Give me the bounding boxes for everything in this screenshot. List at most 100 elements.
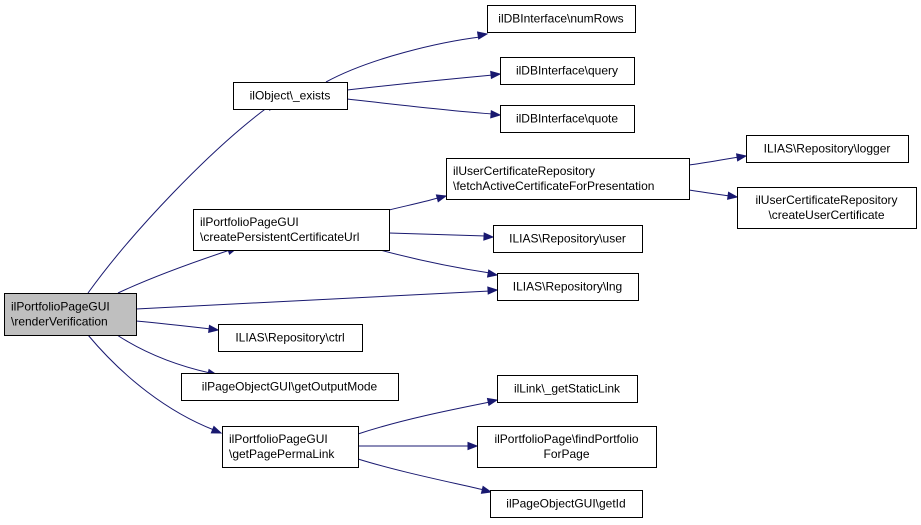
node-label-line: ilPortfolioPageGUI [11, 300, 110, 314]
node-object-exists[interactable]: ilObject\_exists [233, 82, 348, 110]
node-db-numrows[interactable]: ilDBInterface\numRows [487, 5, 636, 33]
node-box [181, 373, 399, 401]
edge-get-page-permalink-to-get-id [357, 458, 493, 494]
node-label-line: \fetchActiveCertificateForPresentation [453, 179, 654, 193]
node-get-id[interactable]: ilPageObjectGUI\getId [490, 490, 643, 518]
node-box [446, 158, 690, 200]
node-create-user-cert[interactable]: ilUserCertificateRepository\createUserCe… [737, 187, 917, 229]
node-box [500, 57, 635, 85]
arrowhead-icon [486, 397, 499, 407]
node-label-line: ilUserCertificateRepository [453, 164, 595, 178]
arrowhead-icon [490, 110, 502, 119]
edge-line [325, 36, 481, 83]
edge-line [117, 249, 231, 294]
edge-line [357, 401, 491, 435]
node-box [490, 490, 643, 518]
node-label-line: ILIAS\Repository\logger [764, 142, 891, 156]
edge-line [346, 98, 494, 115]
edge-get-page-permalink-to-get-static-link [357, 397, 499, 435]
node-repo-user[interactable]: ILIAS\Repository\user [493, 225, 643, 253]
node-label-line: ilObject\_exists [250, 89, 331, 103]
edge-line [87, 334, 215, 431]
node-label-line: \createPersistentCertificateUrl [200, 230, 359, 244]
node-label-line: ForPage [543, 447, 589, 461]
arrowhead-icon [490, 70, 502, 80]
arrowhead-icon [467, 441, 479, 451]
node-label-line: ilDBInterface\quote [516, 112, 618, 126]
node-box [500, 105, 635, 133]
arrowhead-icon [435, 194, 448, 203]
edge-object-exists-to-db-query [346, 70, 502, 91]
node-label-line: ilLink\_getStaticLink [514, 382, 621, 396]
arrowhead-icon [735, 153, 748, 162]
node-box [233, 82, 348, 110]
node-box [493, 225, 643, 253]
edge-line [688, 156, 740, 166]
edge-fetch-active-cert-to-create-user-cert [688, 189, 739, 200]
edge-render-verification-to-create-persistent-url [117, 246, 239, 294]
node-label-line: ilPageObjectGUI\getId [506, 497, 625, 511]
node-db-query[interactable]: ilDBInterface\query [500, 57, 635, 85]
arrowhead-icon [486, 269, 499, 278]
node-get-static-link[interactable]: ilLink\_getStaticLink [497, 375, 638, 403]
node-create-persistent-url[interactable]: ilPortfolioPageGUI\createPersistentCerti… [193, 209, 390, 251]
arrowhead-icon [210, 425, 223, 434]
node-box [218, 324, 363, 352]
node-db-quote[interactable]: ilDBInterface\quote [500, 105, 635, 133]
node-label-line: ilPageObjectGUI\getOutputMode [202, 380, 378, 394]
edge-create-persistent-url-to-repo-lng [379, 249, 499, 278]
edge-render-verification-to-repo-ctrl [135, 320, 220, 334]
edge-line [688, 189, 731, 197]
node-box [497, 375, 638, 403]
node-label-line: ilPortfolioPage\findPortfolio [494, 432, 638, 446]
node-box [4, 293, 137, 336]
node-fetch-active-cert[interactable]: ilUserCertificateRepository\fetchActiveC… [446, 158, 690, 200]
arrowhead-icon [208, 324, 220, 334]
node-label-line: ilDBInterface\query [516, 64, 618, 78]
node-label-line: \createUserCertificate [768, 208, 884, 222]
edge-line [116, 334, 211, 374]
node-get-page-permalink[interactable]: ilPortfolioPageGUI\getPagePermaLink [222, 426, 359, 468]
node-repo-ctrl[interactable]: ILIAS\Repository\ctrl [218, 324, 363, 352]
node-box [222, 426, 359, 468]
edge-render-verification-to-object-exists [87, 101, 277, 294]
node-box [487, 5, 636, 33]
node-box [746, 135, 909, 163]
arrowhead-icon [727, 191, 739, 200]
node-repo-lng[interactable]: ILIAS\Repository\lng [497, 273, 639, 301]
edge-fetch-active-cert-to-repo-logger [688, 153, 748, 166]
node-box [737, 187, 917, 229]
node-label-line: ILIAS\Repository\ctrl [235, 331, 344, 345]
edge-render-verification-to-get-page-permalink [87, 334, 223, 434]
edge-object-exists-to-db-numrows [325, 31, 489, 83]
node-label-line: ilUserCertificateRepository [755, 193, 897, 207]
edge-line [357, 458, 485, 491]
edge-line [388, 232, 487, 237]
arrowhead-icon [476, 31, 489, 40]
node-render-verification[interactable]: ilPortfolioPageGUI\renderVerification [4, 293, 137, 336]
edge-line [388, 197, 439, 211]
node-label-line: ILIAS\Repository\lng [513, 280, 622, 294]
call-edges [87, 31, 748, 494]
edge-line [135, 290, 491, 310]
node-label-line: ILIAS\Repository\user [509, 232, 626, 246]
node-repo-logger[interactable]: ILIAS\Repository\logger [746, 135, 909, 163]
node-label-line: ilPortfolioPageGUI [200, 215, 299, 229]
edge-line [379, 249, 491, 274]
node-label-line: \getPagePermaLink [229, 447, 335, 461]
edge-object-exists-to-db-quote [346, 98, 502, 119]
node-label-line: \renderVerification [11, 315, 108, 329]
edge-render-verification-to-repo-lng [135, 286, 499, 310]
edge-line [346, 74, 494, 91]
node-label-line: ilPortfolioPageGUI [229, 432, 328, 446]
edge-create-persistent-url-to-repo-user [388, 232, 495, 241]
node-box [497, 273, 639, 301]
node-box [477, 426, 657, 468]
edge-get-page-permalink-to-find-portfolio-for-page [357, 441, 479, 451]
node-box [193, 209, 390, 251]
node-get-output-mode[interactable]: ilPageObjectGUI\getOutputMode [181, 373, 399, 401]
edge-line [135, 320, 212, 330]
node-label-line: ilDBInterface\numRows [498, 12, 623, 26]
